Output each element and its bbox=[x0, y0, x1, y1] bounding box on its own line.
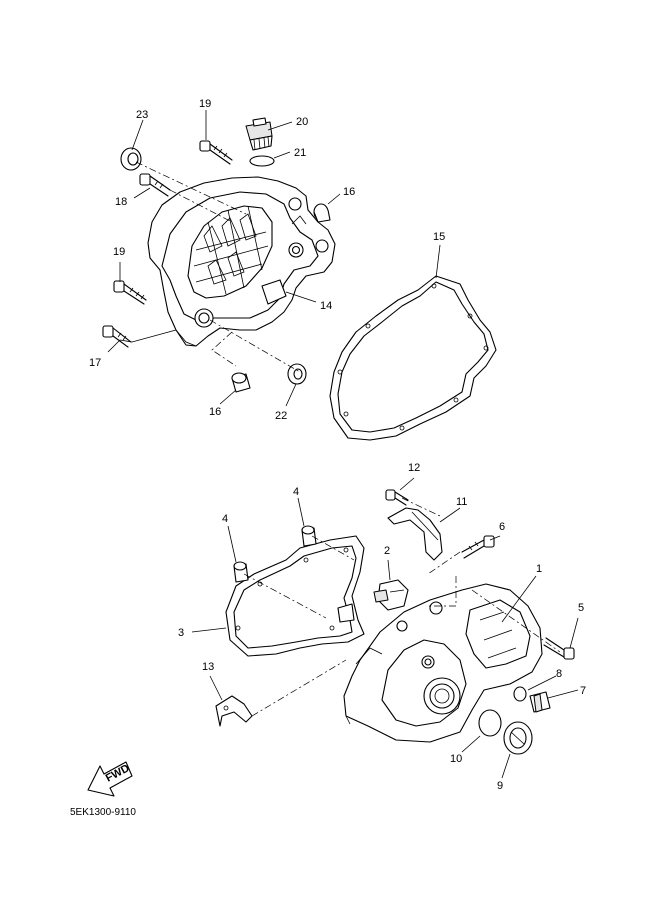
callout-15: 15 bbox=[433, 231, 445, 243]
callout-18: 18 bbox=[115, 196, 127, 208]
bolt-17 bbox=[102, 325, 132, 348]
drain-plug bbox=[529, 691, 551, 713]
dowel-pin-4-upper bbox=[301, 525, 317, 547]
callout-17: 17 bbox=[89, 357, 101, 369]
callout-2: 2 bbox=[384, 545, 390, 557]
callout-21: 21 bbox=[294, 147, 306, 159]
diagram-code: 5EK1300-9110 bbox=[70, 807, 136, 818]
callout-1: 1 bbox=[536, 563, 542, 575]
callout-5: 5 bbox=[578, 602, 584, 614]
callout-8: 8 bbox=[556, 668, 562, 680]
bolt-19-top bbox=[199, 140, 233, 165]
leader-lines bbox=[107, 110, 579, 779]
callout-16-upper: 16 bbox=[343, 186, 355, 198]
crankcase-cover-left bbox=[343, 583, 543, 743]
bolt-6 bbox=[461, 535, 495, 559]
cover-ribs bbox=[187, 205, 273, 299]
callout-22: 22 bbox=[275, 410, 287, 422]
dowel-pin-lower bbox=[231, 372, 251, 393]
left-cover-gasket bbox=[225, 535, 365, 657]
callout-6: 6 bbox=[499, 521, 505, 533]
callout-7: 7 bbox=[580, 685, 586, 697]
bolt-19-left bbox=[113, 280, 147, 305]
callout-3: 3 bbox=[178, 627, 184, 639]
callout-13: 13 bbox=[202, 661, 214, 673]
o-ring-8 bbox=[513, 686, 527, 702]
bolt-12 bbox=[385, 489, 409, 506]
callout-23: 23 bbox=[136, 109, 148, 121]
bracket-13 bbox=[215, 695, 253, 727]
cable-guide-plate bbox=[387, 507, 443, 561]
o-ring bbox=[249, 155, 275, 167]
callout-11: 11 bbox=[456, 496, 467, 508]
callout-19-top: 19 bbox=[199, 98, 211, 110]
bolt-18 bbox=[139, 173, 171, 197]
callout-labels: 23 19 20 21 18 16 15 19 14 17 16 22 12 4… bbox=[89, 98, 586, 792]
oil-seal bbox=[120, 147, 142, 171]
callout-4-lower: 4 bbox=[222, 513, 228, 525]
oil-filler-cap bbox=[245, 117, 273, 151]
crankcase-cover-gasket bbox=[329, 275, 497, 441]
o-ring-10 bbox=[478, 709, 502, 737]
callout-19-left: 19 bbox=[113, 246, 125, 258]
callout-20: 20 bbox=[296, 116, 308, 128]
crankcase-cover-right bbox=[102, 117, 336, 393]
oil-seal-22 bbox=[287, 363, 307, 385]
crankshaft-end-cap bbox=[503, 721, 533, 755]
callout-12: 12 bbox=[408, 462, 420, 474]
forward-arrow-icon: FWD bbox=[87, 761, 133, 797]
callout-14: 14 bbox=[320, 300, 332, 312]
dowel-pin-upper bbox=[313, 203, 331, 223]
bolt-5 bbox=[543, 637, 575, 660]
callout-9: 9 bbox=[497, 780, 503, 792]
neutral-switch bbox=[373, 579, 409, 611]
callout-4-upper: 4 bbox=[293, 486, 299, 498]
dowel-pin-4-lower bbox=[233, 561, 249, 583]
callout-16-lower: 16 bbox=[209, 406, 221, 418]
callout-10: 10 bbox=[450, 753, 462, 765]
